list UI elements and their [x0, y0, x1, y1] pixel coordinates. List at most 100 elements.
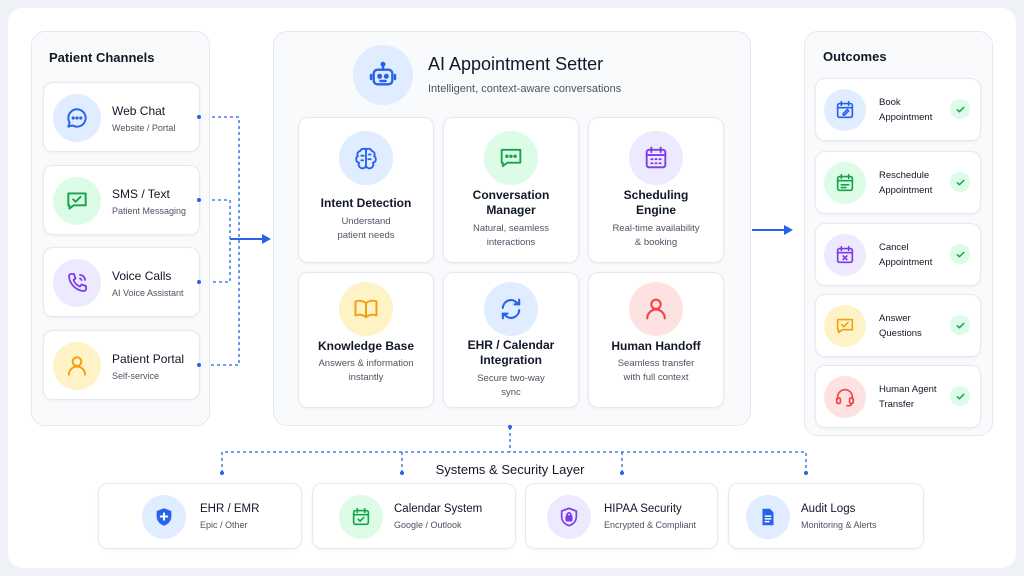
robot-icon: [353, 45, 413, 105]
system-card-hipaa[interactable]: HIPAA Security Encrypted & Compliant: [525, 483, 718, 549]
person-icon: [629, 282, 683, 336]
outcome-label: Human Agent: [879, 384, 937, 395]
outcome-card-book[interactable]: Book Appointment: [815, 78, 981, 141]
channel-subtitle: Self-service: [112, 371, 160, 381]
channel-card-voice[interactable]: Voice Calls AI Voice Assistant: [43, 247, 200, 317]
feature-desc: interactions: [486, 237, 536, 248]
system-subtitle: Encrypted & Compliant: [604, 520, 697, 530]
phone-icon: [53, 259, 101, 307]
feature-title-line: Scheduling Engine: [623, 188, 689, 217]
calendar-check-icon: [339, 495, 383, 539]
calendar-edit-icon: [824, 89, 866, 131]
channel-subtitle: AI Voice Assistant: [112, 288, 184, 298]
check-icon: [950, 244, 970, 264]
ai-setter-title: AI Appointment Setter: [428, 54, 604, 74]
feature-title-line: Conversation Manager: [472, 188, 550, 217]
outcome-card-reschedule[interactable]: Reschedule Appointment: [815, 151, 981, 214]
connector-dot: [220, 471, 224, 475]
feature-desc: Secure two-way: [477, 373, 545, 384]
feature-desc: & booking: [634, 237, 678, 248]
outcome-label: Appointment: [879, 257, 933, 268]
system-card-calendar[interactable]: Calendar System Google / Outlook: [312, 483, 516, 549]
channel-subtitle: Website / Portal: [112, 123, 176, 133]
feature-title: EHR / Calendar Integration: [444, 338, 578, 368]
calendar-icon: [629, 131, 683, 185]
system-card-audit-logs[interactable]: Audit Logs Monitoring & Alerts: [728, 483, 924, 549]
headset-icon: [824, 376, 866, 418]
book-icon: [339, 282, 393, 336]
channel-title: Patient Portal: [112, 352, 185, 366]
feature-title: Conversation Manager: [444, 188, 578, 218]
system-subtitle: Epic / Other: [200, 520, 248, 530]
feature-desc: instantly: [348, 372, 384, 383]
channel-title: Web Chat: [112, 104, 166, 118]
outcome-label: Book: [879, 97, 901, 108]
system-subtitle: Google / Outlook: [394, 520, 462, 530]
user-icon: [53, 342, 101, 390]
feature-desc: Natural, seamless: [472, 223, 550, 234]
outcome-label: Appointment: [879, 112, 933, 123]
feature-desc: sync: [501, 387, 521, 398]
document-icon: [746, 495, 790, 539]
feature-title: Knowledge Base: [317, 339, 415, 353]
outcome-label: Reschedule: [879, 170, 930, 181]
calendar-reschedule-icon: [824, 162, 866, 204]
feature-desc: patient needs: [337, 230, 395, 241]
connector-dot: [197, 115, 201, 119]
feature-card-scheduling-engine[interactable]: Scheduling Engine Real-time availability…: [588, 117, 724, 263]
feature-desc: Understand: [341, 216, 391, 227]
system-subtitle: Monitoring & Alerts: [801, 520, 877, 530]
feature-title-line: EHR / Calendar Integration: [467, 338, 555, 367]
outcome-card-answer[interactable]: Answer Questions: [815, 294, 981, 357]
ai-setter-subtitle: Intelligent, context-aware conversations: [428, 83, 622, 95]
check-icon: [950, 315, 970, 335]
feature-title: Human Handoff: [611, 339, 701, 353]
feature-card-human-handoff[interactable]: Human Handoff Seamless transfer with ful…: [588, 272, 724, 408]
connector-dot: [197, 280, 201, 284]
system-title: EHR / EMR: [200, 503, 260, 515]
system-title: Calendar System: [394, 503, 483, 515]
patient-channels-title: Patient Channels: [49, 50, 155, 65]
system-card-ehr-emr[interactable]: EHR / EMR Epic / Other: [98, 483, 302, 549]
feature-desc: with full context: [623, 372, 689, 383]
systems-layer-title: Systems & Security Layer: [412, 462, 608, 478]
shield-plus-icon: [142, 495, 186, 539]
check-icon: [950, 99, 970, 119]
lock-shield-icon: [547, 495, 591, 539]
check-icon: [950, 172, 970, 192]
outcome-label: Questions: [879, 328, 922, 339]
outcomes-title: Outcomes: [823, 49, 887, 64]
connector-dot: [197, 363, 201, 367]
feature-desc: Answers & information: [318, 358, 414, 369]
channel-title: SMS / Text: [112, 187, 170, 201]
connector-dot: [197, 198, 201, 202]
channel-card-portal[interactable]: Patient Portal Self-service: [43, 330, 200, 400]
connector-dot: [508, 425, 512, 429]
channel-title: Voice Calls: [112, 269, 172, 283]
calendar-cancel-icon: [824, 234, 866, 276]
feature-title: Scheduling Engine: [589, 188, 723, 218]
outcome-card-cancel[interactable]: Cancel Appointment: [815, 223, 981, 286]
channel-subtitle: Patient Messaging: [112, 206, 187, 216]
question-message-icon: [824, 305, 866, 347]
channel-card-web-chat[interactable]: Web Chat Website / Portal: [43, 82, 200, 152]
feature-desc: Real-time availability: [612, 223, 700, 234]
message-icon: [53, 177, 101, 225]
feature-card-intent-detection[interactable]: Intent Detection Understand patient need…: [298, 117, 434, 263]
outcome-label: Transfer: [879, 399, 915, 410]
outcome-label: Cancel: [879, 242, 909, 253]
check-icon: [950, 386, 970, 406]
conversation-icon: [484, 131, 538, 185]
connector-dot: [620, 471, 624, 475]
brain-icon: [339, 131, 393, 185]
sync-icon: [484, 282, 538, 336]
channel-card-sms[interactable]: SMS / Text Patient Messaging: [43, 165, 200, 235]
feature-card-knowledge-base[interactable]: Knowledge Base Answers & information ins…: [298, 272, 434, 408]
feature-card-ehr-calendar-integration[interactable]: EHR / Calendar Integration Secure two-wa…: [443, 272, 579, 408]
feature-card-conversation-manager[interactable]: Conversation Manager Natural, seamless i…: [443, 117, 579, 263]
chat-bubble-icon: [53, 94, 101, 142]
outcome-card-human-agent[interactable]: Human Agent Transfer: [815, 365, 981, 428]
system-title: Audit Logs: [801, 503, 856, 515]
feature-desc: Seamless transfer: [617, 358, 695, 369]
